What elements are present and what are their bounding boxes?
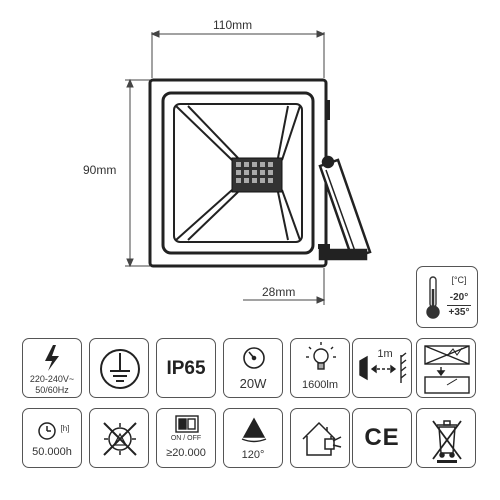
light-bulb-icon	[306, 342, 336, 370]
on-off-switch-icon	[175, 415, 199, 433]
luminous-flux-value: 1600lm	[301, 379, 339, 391]
height-dimension	[125, 78, 150, 268]
lifetime-unit: [h]	[60, 424, 70, 433]
temp-max: +35°	[448, 307, 470, 318]
weee-tile	[416, 408, 476, 468]
beam-angle-value: 120°	[241, 449, 265, 461]
floodlight-drawing	[125, 30, 372, 305]
width-dimension	[150, 30, 326, 78]
ip-rating: IP65	[166, 358, 206, 379]
switching-cycles-value: ≥20.000	[166, 447, 206, 459]
beam-angle-tile: 120°	[223, 408, 283, 468]
glass-replacement-icon	[424, 345, 470, 394]
outdoor-use-tile	[290, 408, 350, 468]
temp-unit: [°C]	[451, 275, 467, 285]
ce-mark-icon: CE	[364, 424, 400, 451]
switch-label: ON / OFF	[170, 435, 202, 442]
width-label: 110mm	[213, 18, 253, 32]
voltage-range: 220-240V~	[29, 374, 75, 384]
lightning-icon	[45, 345, 59, 371]
distance-icon	[359, 352, 407, 383]
lifetime-value: 50.000h	[32, 446, 72, 458]
wattage-meter-icon	[243, 347, 265, 369]
distance-value: 1m	[377, 348, 393, 360]
protective-earth-icon	[100, 349, 140, 389]
weee-bin-icon	[432, 420, 462, 463]
voltage-tile: 220-240V~ 50/60Hz	[22, 338, 82, 398]
mounting-bracket	[318, 155, 372, 261]
luminous-flux-tile: 1600lm	[290, 338, 350, 398]
voltage-frequency: 50/60Hz	[35, 385, 69, 395]
thermometer-icon	[426, 276, 440, 319]
floodlight-housing	[148, 78, 330, 268]
clock-icon	[38, 422, 56, 440]
min-distance-tile: 1m	[352, 338, 412, 398]
temperature-range-tile: [°C] -20° +35°	[416, 266, 478, 328]
height-label: 90mm	[83, 163, 117, 177]
depth-label: 28mm	[262, 285, 296, 299]
house-outdoor-icon	[302, 421, 342, 456]
power-value: 20W	[239, 376, 267, 391]
ip-rating-tile: IP65	[156, 338, 216, 398]
switching-cycles-tile: ON / OFF ≥20.000	[156, 408, 216, 468]
non-dimmable-tile	[89, 408, 149, 468]
temp-min: -20°	[449, 292, 469, 303]
beam-angle-icon	[241, 417, 267, 443]
ce-mark-tile: CE	[352, 408, 412, 468]
power-tile: 20W	[223, 338, 283, 398]
depth-dimension	[243, 268, 326, 305]
no-dimming-icon	[103, 422, 137, 456]
protection-class-tile	[89, 338, 149, 398]
lifetime-tile: [h] 50.000h	[22, 408, 82, 468]
glass-replacement-tile	[416, 338, 476, 398]
